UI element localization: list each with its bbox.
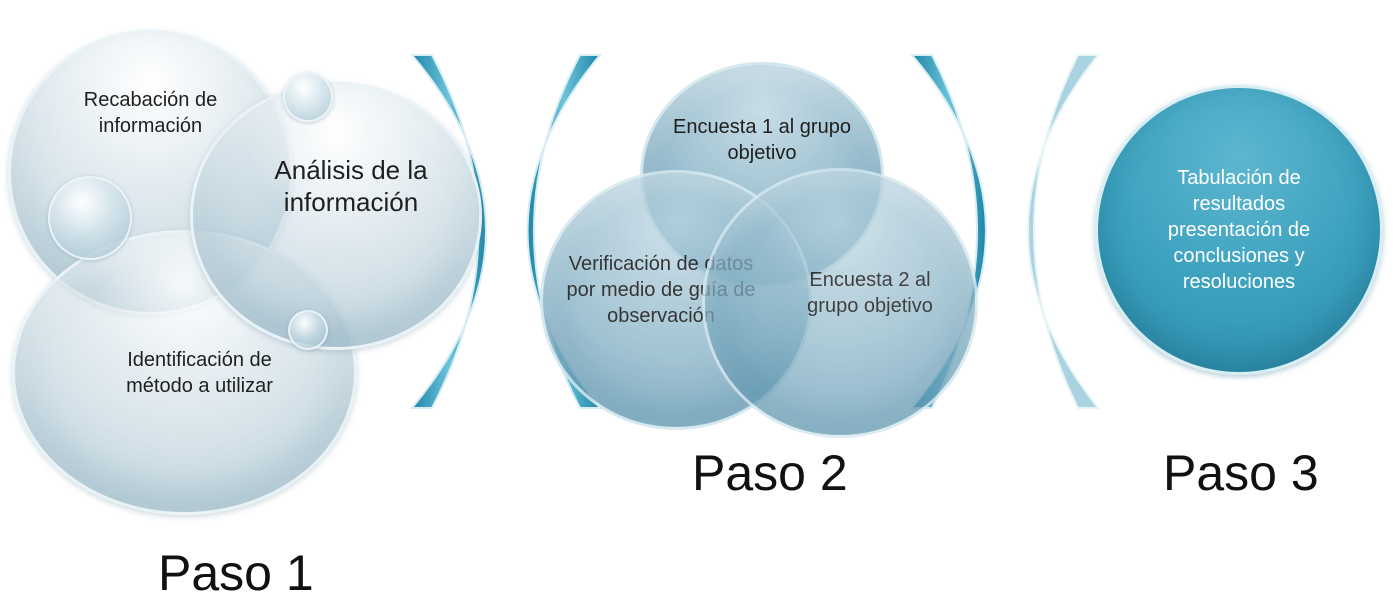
circle-analisis: Análisis de la información xyxy=(190,82,482,350)
identificacion-text: Identificación de método a utilizar xyxy=(126,348,273,397)
circle-tabulacion: Tabulación de resultados presentación de… xyxy=(1095,85,1383,375)
bubble-small-1 xyxy=(48,176,132,260)
bubble-small-2 xyxy=(283,72,333,122)
paso-1-label: Paso 1 xyxy=(158,545,314,601)
open-bracket-3 xyxy=(1027,54,1101,409)
paso-3-label: Paso 3 xyxy=(1163,445,1319,501)
analisis-text: Análisis de la información xyxy=(274,155,428,217)
tabulacion-text: Tabulación de resultados presentación de… xyxy=(1167,167,1311,293)
close-bracket-1 xyxy=(409,54,487,409)
paso-2-label: Paso 2 xyxy=(692,445,848,501)
encuesta-1-text: Encuesta 1 al grupo objetivo xyxy=(673,116,851,164)
encuesta-2-text: Encuesta 2 al grupo objetivo xyxy=(807,269,933,317)
circle-encuesta-2: Encuesta 2 al grupo objetivo xyxy=(702,168,978,438)
bubble-small-3 xyxy=(288,310,328,350)
recabacion-text: Recabación de información xyxy=(83,88,218,137)
